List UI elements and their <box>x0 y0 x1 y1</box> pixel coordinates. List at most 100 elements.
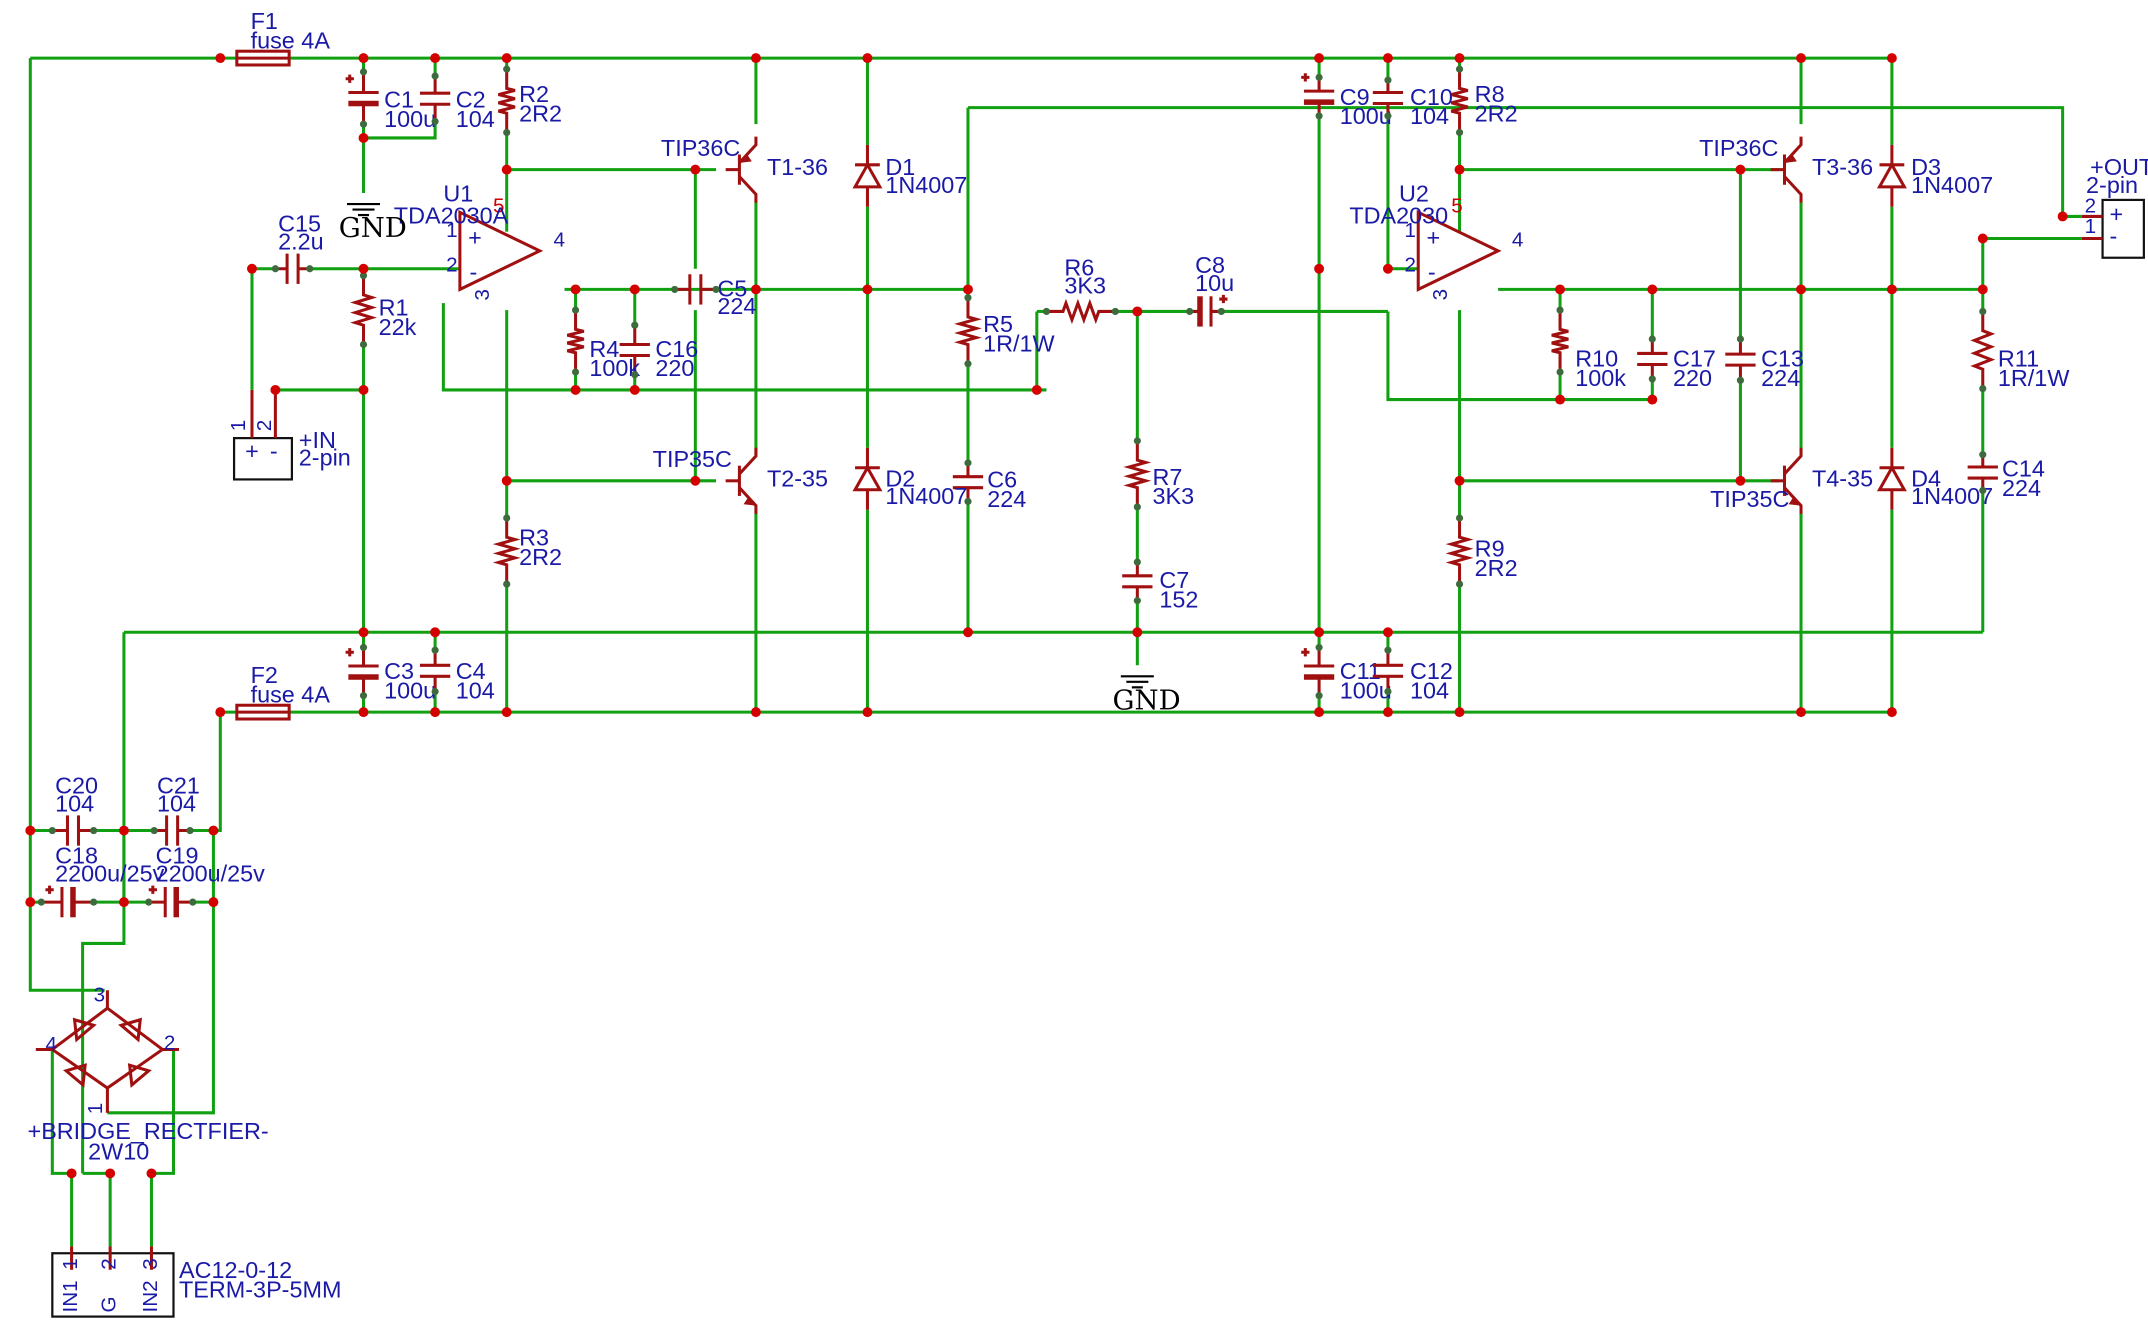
opamp-pin-number: 2 <box>446 254 457 277</box>
opamp-value: TDA2030 <box>1349 202 1448 228</box>
pin-endpoint <box>964 497 972 506</box>
output-connector-ref: +OUT <box>2090 154 2148 180</box>
junction-dot <box>1886 53 1897 64</box>
capacitor-value: 152 <box>1159 586 1198 612</box>
junction-dot <box>1977 284 1988 295</box>
junction-dot <box>1647 284 1658 295</box>
resistor-value: 2R2 <box>519 100 562 126</box>
transistor-ref: T4-35 <box>1812 465 1873 491</box>
pin-endpoint <box>189 898 197 906</box>
fuse-ref: F1 <box>251 8 278 34</box>
pin-endpoint <box>271 265 279 273</box>
resistor-value: 22k <box>379 314 417 340</box>
junction-dot <box>1454 707 1465 718</box>
diode-ref: D1 <box>885 154 915 180</box>
wire <box>107 830 215 1115</box>
junction-dot <box>1132 627 1143 638</box>
junction-dot <box>215 707 226 718</box>
junction-dot <box>1382 53 1393 64</box>
resistor-zigzag <box>1450 69 1469 133</box>
wire <box>50 1049 74 1247</box>
opamp-value: TDA2030A <box>394 202 509 228</box>
junction-dot <box>750 707 761 718</box>
diode-value: 1N4007 <box>1911 483 1993 509</box>
junction-dot <box>118 825 129 836</box>
opamp-pin-number: 5 <box>493 194 504 217</box>
bridge-diode <box>62 1063 87 1088</box>
opamp-plus-sign: + <box>468 224 482 250</box>
pin-endpoint <box>359 692 368 700</box>
capacitor-value: 224 <box>987 486 1026 512</box>
capacitor-ref: C14 <box>2002 456 2045 482</box>
pin-endpoint <box>431 646 439 654</box>
pin-endpoint <box>1217 307 1225 316</box>
pin-endpoint <box>37 898 45 906</box>
pin-endpoint <box>571 306 580 314</box>
ac-terminal-pin-number: 3 <box>139 1258 162 1269</box>
junction-dot <box>25 897 36 908</box>
pin-endpoint <box>1648 335 1656 343</box>
junction-dot <box>358 384 369 395</box>
junction-dot <box>1132 306 1143 317</box>
ac-terminal-value: TERM-3P-5MM <box>179 1276 341 1302</box>
junction-dot <box>1454 164 1465 175</box>
resistor-ref: R11 <box>1998 346 2039 372</box>
junction-dot <box>1886 284 1897 295</box>
polarity-plus-mark <box>345 74 354 83</box>
pin-endpoint <box>631 321 639 329</box>
junction-dot <box>501 475 512 486</box>
junction-dot <box>750 53 761 64</box>
pin-endpoint <box>186 826 194 835</box>
resistor-value: 100k <box>1575 365 1626 391</box>
resistor-ref: R4 <box>589 336 619 362</box>
ac-terminal-ref: AC12-0-12 <box>179 1257 292 1283</box>
junction-dot <box>501 164 512 175</box>
resistor-value: 1R/1W <box>983 330 1054 356</box>
pin-endpoint <box>1455 128 1464 137</box>
pin-endpoint <box>1556 306 1564 314</box>
junction-dot <box>1796 707 1806 718</box>
polarity-plus-mark <box>1219 294 1228 304</box>
resistor-zigzag <box>566 310 585 373</box>
wire <box>441 303 1047 392</box>
ground-symbol: GND <box>339 202 407 244</box>
opamp-plus-sign: + <box>1426 224 1440 250</box>
junction-dot <box>430 627 441 638</box>
ac-terminal-pin-number: 1 <box>59 1258 82 1269</box>
pin-endpoint <box>1455 65 1464 73</box>
junction-dot <box>1977 233 1988 244</box>
ac-terminal-pin-name: IN2 <box>139 1280 162 1312</box>
capacitor-ref: C9 <box>1340 84 1370 110</box>
resistor-ref: R9 <box>1475 536 1505 562</box>
opamp-pin-number: 2 <box>1404 254 1415 277</box>
pin-endpoint <box>1455 514 1464 522</box>
pin-endpoint <box>1384 687 1392 696</box>
wire <box>967 106 2082 218</box>
pin-endpoint <box>359 120 368 128</box>
bridge-value: 2W10 <box>88 1139 149 1165</box>
bridge-ref: +BRIDGE_RECTFIER- <box>28 1118 269 1144</box>
capacitor-ref: C6 <box>987 467 1017 493</box>
junction-dot <box>1314 627 1325 638</box>
capacitor-value: 2.2u <box>278 228 324 254</box>
resistor-zigzag <box>954 297 982 364</box>
output-connector-pin-number: 1 <box>2085 215 2096 238</box>
bridge-pin-number: 4 <box>45 1033 56 1056</box>
pin-endpoint <box>1384 76 1392 84</box>
resistor-value: 3K3 <box>1064 273 1106 299</box>
junction-dot <box>862 707 873 718</box>
capacitor-value: 10u <box>1195 270 1234 296</box>
resistor-zigzag <box>1123 440 1152 507</box>
wire <box>363 121 437 140</box>
